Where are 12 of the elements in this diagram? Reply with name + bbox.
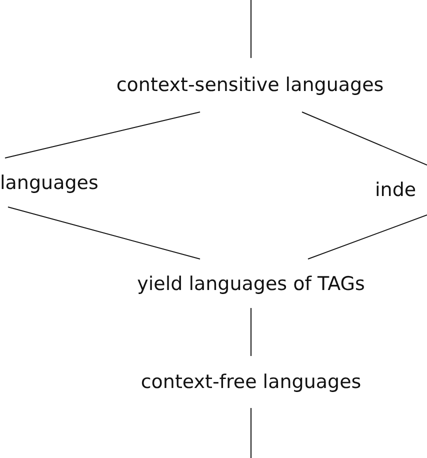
node-label: yield languages of TAGs	[137, 272, 365, 294]
node-label: context-free languages	[140, 371, 362, 393]
connector-line	[250, 0, 252, 58]
node-label: context-sensitive languages	[116, 74, 384, 96]
connector-line	[308, 214, 427, 260]
connector-line	[4, 112, 200, 158]
node-label: languages	[0, 172, 98, 194]
connector-line	[8, 206, 200, 260]
connector-line	[302, 112, 427, 166]
node-label: inde	[375, 179, 416, 201]
connector-line	[250, 408, 252, 458]
connector-line	[250, 308, 252, 356]
